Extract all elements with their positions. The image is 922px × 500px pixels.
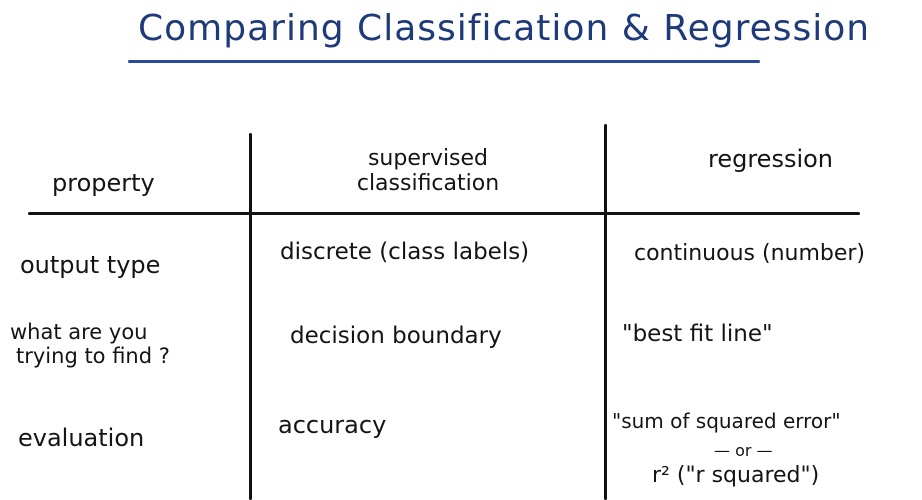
row-evaluation-regression-line-1: "sum of squared error" — [612, 409, 841, 433]
header-property: property — [52, 169, 155, 197]
row-evaluation-regression-line-3: r² ("r squared") — [652, 463, 820, 488]
header-classification-line-1: supervised — [367, 146, 489, 171]
row-evaluation-property: evaluation — [18, 424, 145, 452]
header-divider — [28, 212, 860, 215]
row-find-property-line-2: trying to find ? — [16, 344, 170, 369]
row-find-regression: "best fit line" — [622, 321, 773, 347]
page-title: Comparing Classification & Regression — [138, 8, 871, 49]
row-find-property-line-1: what are you — [10, 320, 148, 344]
column-divider-left — [249, 133, 252, 500]
row-output-type-regression: continuous (number) — [634, 241, 866, 266]
row-output-type-classification: discrete (class labels) — [280, 239, 530, 265]
header-regression: regression — [708, 145, 834, 173]
title-underline — [128, 60, 760, 63]
header-classification-line-2: classification — [356, 171, 500, 197]
column-divider-right — [604, 124, 607, 500]
row-evaluation-classification: accuracy — [278, 411, 387, 439]
header-classification: supervised classification — [338, 146, 518, 197]
row-find-classification: decision boundary — [290, 323, 502, 349]
row-evaluation-regression-or: — or — — [714, 441, 773, 460]
row-output-type-property: output type — [20, 251, 161, 279]
row-find-property: what are you trying to find ? — [10, 320, 170, 368]
